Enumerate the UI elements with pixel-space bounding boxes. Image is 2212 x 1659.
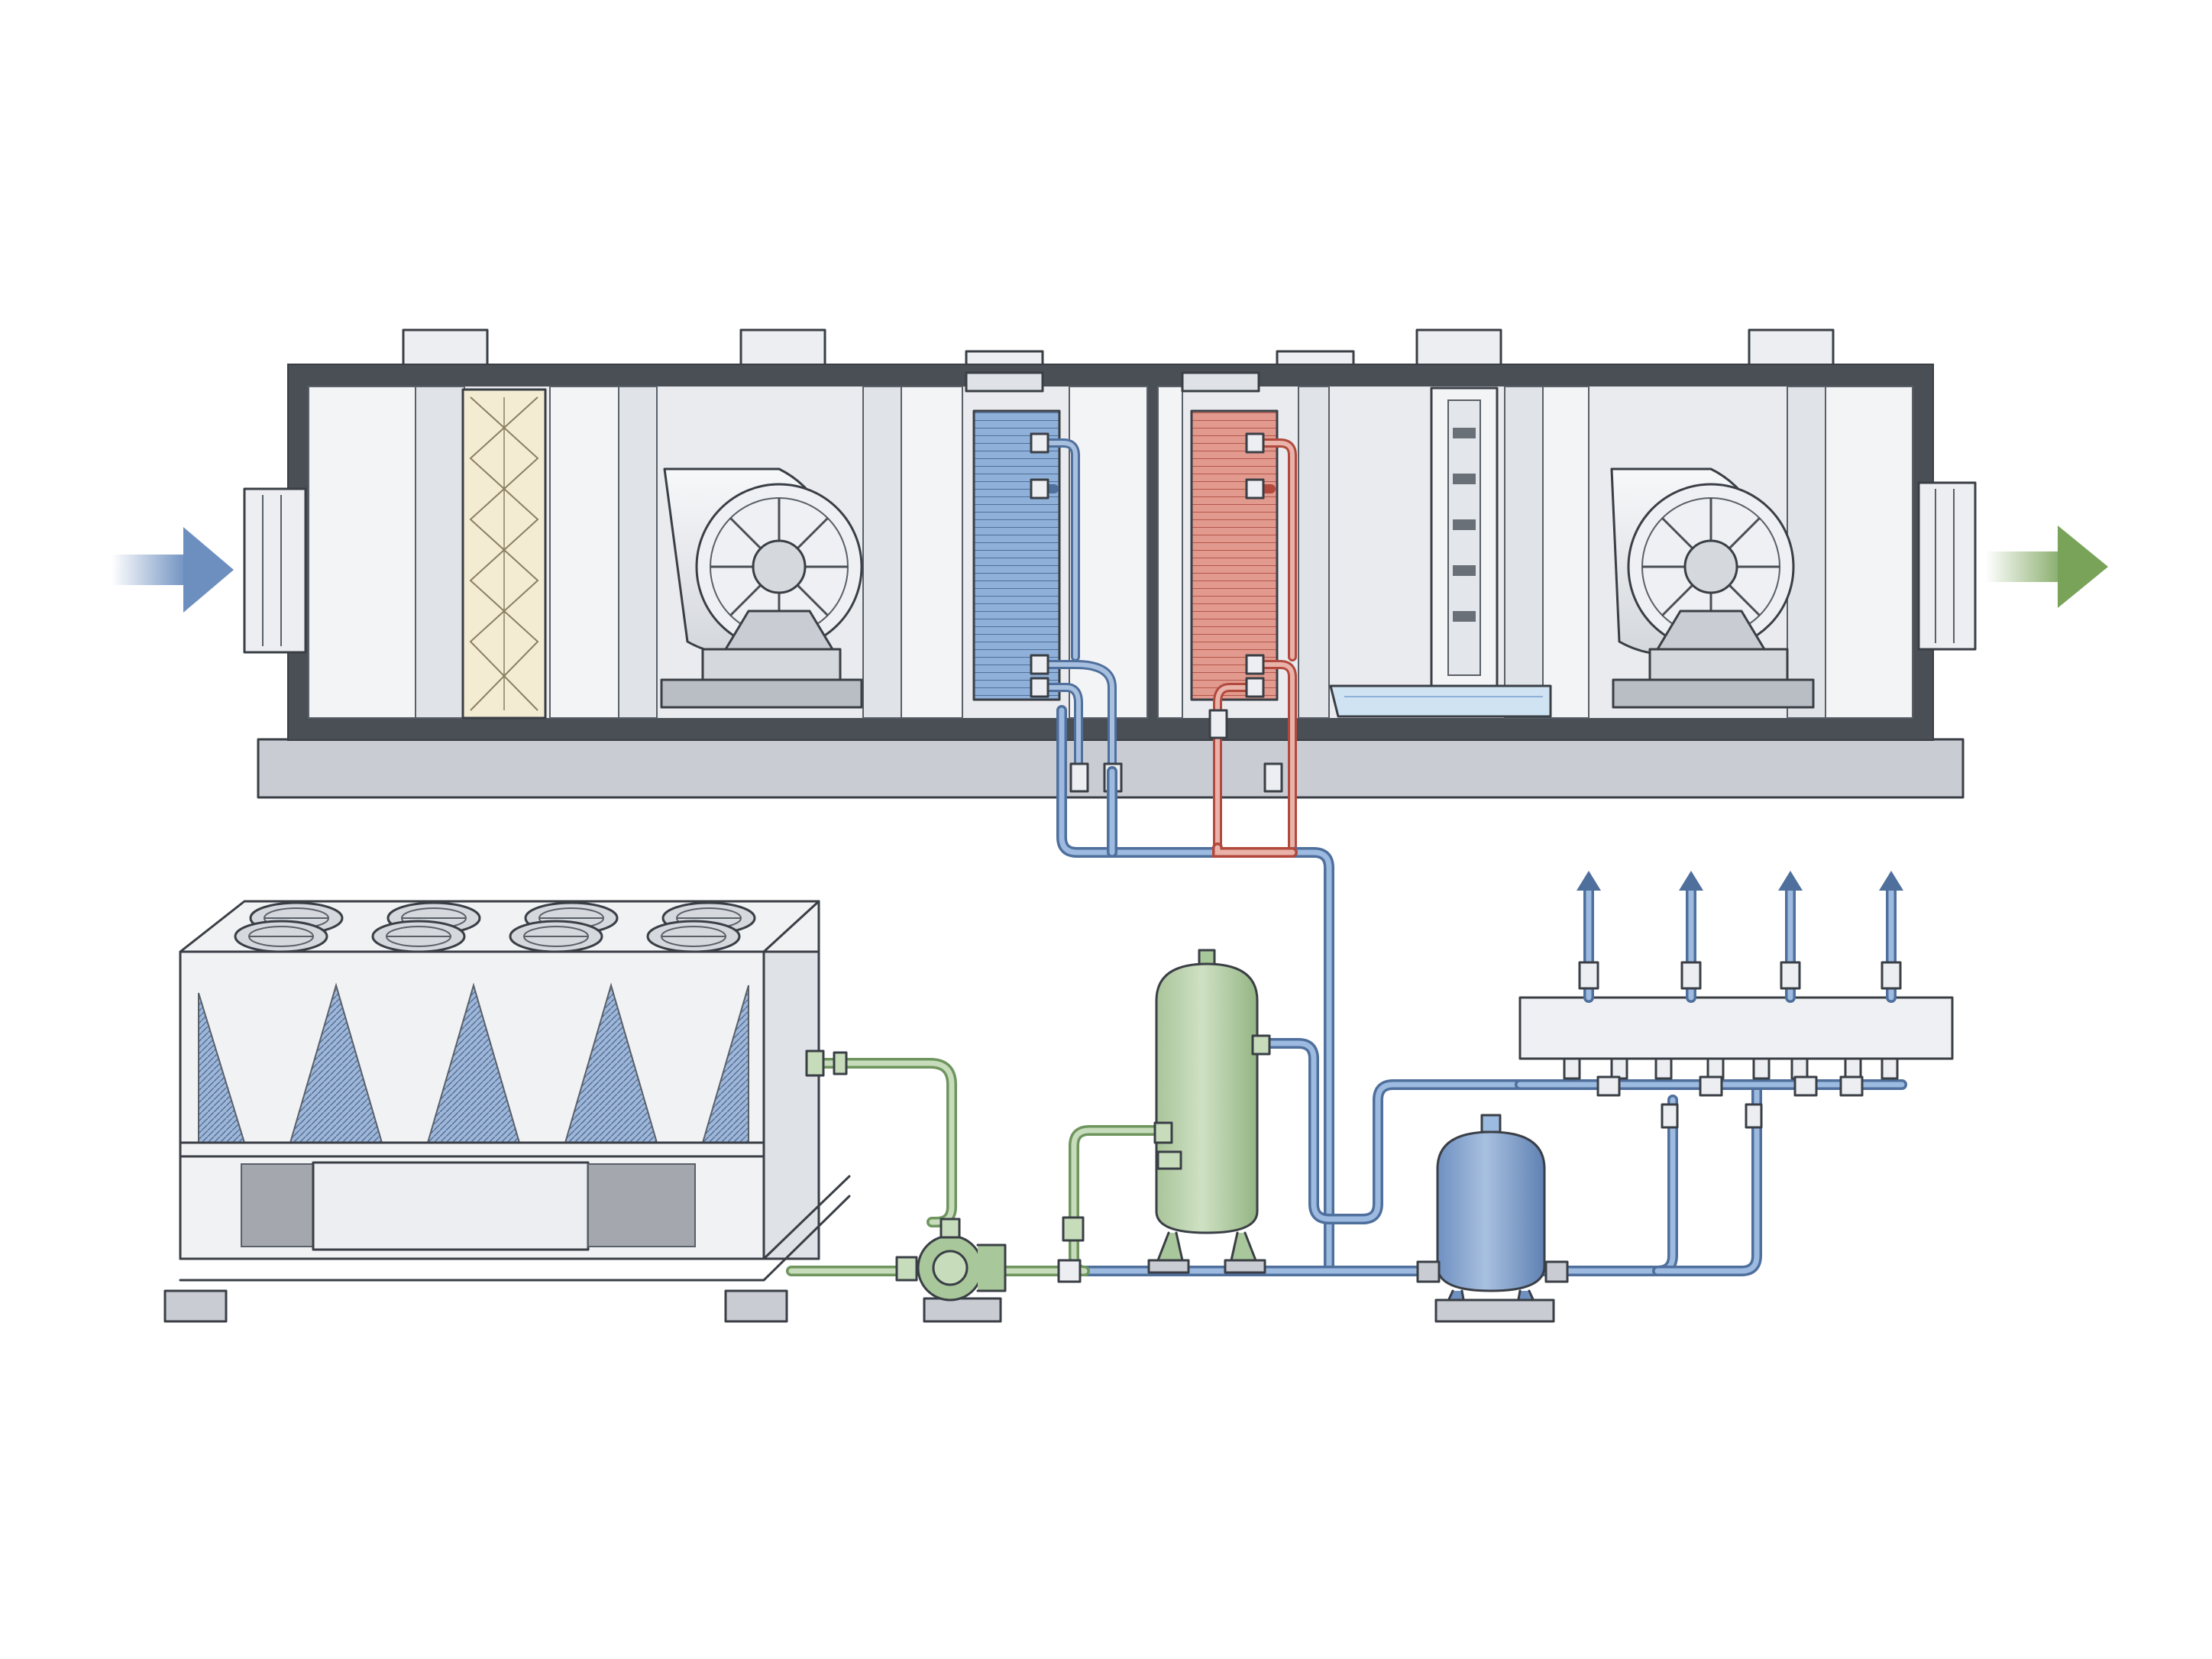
supply-air-arrow xyxy=(1986,526,2108,608)
valve-icon xyxy=(1062,1216,1085,1242)
circulation-pump-icon xyxy=(895,1216,1085,1323)
valve-icon xyxy=(1057,1259,1082,1283)
discharge-damper xyxy=(1917,481,1977,651)
condenser-fan-icon xyxy=(234,920,328,953)
supply-fan-icon xyxy=(1610,467,1815,709)
humidifier-icon xyxy=(1329,386,1552,718)
valve-icon xyxy=(1208,709,1228,739)
manifold-outlets xyxy=(1583,884,1897,1003)
branch-outlet-arrow-icon xyxy=(1679,871,1703,891)
panel-filter-icon xyxy=(461,388,547,720)
condenser-fan-icon xyxy=(509,920,603,953)
branch-outlet-arrow-icon xyxy=(1577,871,1601,891)
condenser-fan-icon xyxy=(646,920,741,953)
intake-damper xyxy=(243,487,307,654)
condenser-fan-icon xyxy=(371,920,466,953)
branch-outlet-arrow-icon xyxy=(1879,871,1903,891)
expansion-vessel-icon xyxy=(1416,1114,1569,1323)
condenser-fans xyxy=(234,901,756,953)
return-fan-icon xyxy=(660,467,863,709)
heating-coil-icon xyxy=(1181,371,1297,852)
heating-water-piping xyxy=(1212,842,1298,858)
air-cooled-chiller-icon xyxy=(163,900,851,1323)
buffer-tank-icon xyxy=(1147,949,1271,1274)
manifold-bottom-valves xyxy=(1563,1057,1899,1129)
chiller-v-coils xyxy=(198,982,749,1143)
branch-outlet-arrow-icon xyxy=(1778,871,1803,891)
air-handling-unit xyxy=(112,328,2108,852)
condenser-water-piping xyxy=(786,1058,1163,1276)
valve-icon xyxy=(1069,762,1089,793)
distribution-manifold-icon xyxy=(1518,871,1954,1129)
chilled-water-piping xyxy=(1049,705,1907,1276)
valve-icon xyxy=(1263,762,1283,793)
cooling-coil-icon xyxy=(965,371,1117,776)
ahu-section-dividers xyxy=(308,386,1913,719)
intake-air-arrow xyxy=(112,527,234,613)
